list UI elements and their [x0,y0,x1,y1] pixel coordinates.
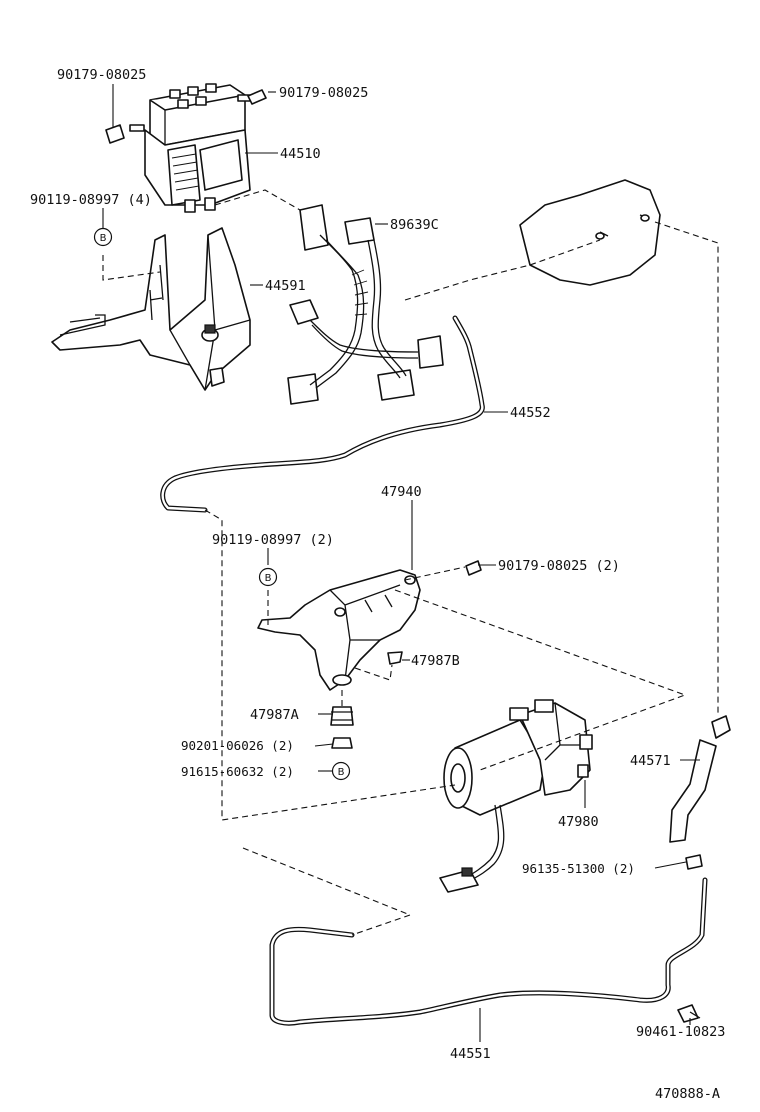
callout-90179-08025-2: 90179-08025 (2) [498,558,620,574]
tube-44551 [269,877,708,1026]
callout-90461-10823: 90461-10823 [636,1024,725,1040]
hose-44571 [669,715,731,870]
callout-44551: 44551 [450,1046,491,1062]
bracket-47940 [257,569,421,691]
callout-91615-60632: 91615-60632 (2) [181,764,294,779]
callout-90179-08025-a: 90179-08025 [57,67,146,83]
callout-47980: 47980 [558,814,599,830]
callout-47987a: 47987A [250,707,299,723]
callout-89639c: 89639C [390,217,439,233]
callout-44552: 44552 [510,405,551,421]
callout-90119-08997-4: 90119-08997 (4) [30,192,152,208]
bracket-44591 [51,227,251,391]
badge-b-1: B [93,227,113,247]
bolt-90179-08025-top [105,89,267,144]
callout-44591: 44591 [265,278,306,294]
pump-motor-47980 [439,699,593,893]
tube-44552 [160,315,485,513]
leader-lines [102,84,700,1042]
callout-47940: 47940 [381,484,422,500]
callout-90119-08997-2: 90119-08997 (2) [212,532,334,548]
bolt-90179-08025-x2 [465,560,482,576]
callout-90179-08025-b: 90179-08025 [279,85,368,101]
badge-b-2: B [258,567,278,587]
actuator-44510 [129,83,251,213]
svg-text:B: B [265,573,272,584]
callout-47987b: 47987B [411,653,460,669]
svg-text:B: B [338,767,345,778]
svg-text:B: B [100,233,107,244]
mounts-47987 [330,651,403,749]
callout-44571: 44571 [630,753,671,769]
callout-labels: 90179-08025 90179-08025 44510 90119-0899… [30,67,725,1062]
reservoir [519,179,661,286]
callout-96135-51300: 96135-51300 (2) [522,861,635,876]
harness-89639c [287,204,444,405]
assembly-lines [102,189,719,936]
figure-code: 470888-A [655,1086,720,1102]
clamp-90461-10823 [677,1004,701,1023]
badge-b-3: B [331,761,351,781]
callout-44510: 44510 [280,146,321,162]
callout-90201-06026: 90201-06026 (2) [181,738,294,753]
